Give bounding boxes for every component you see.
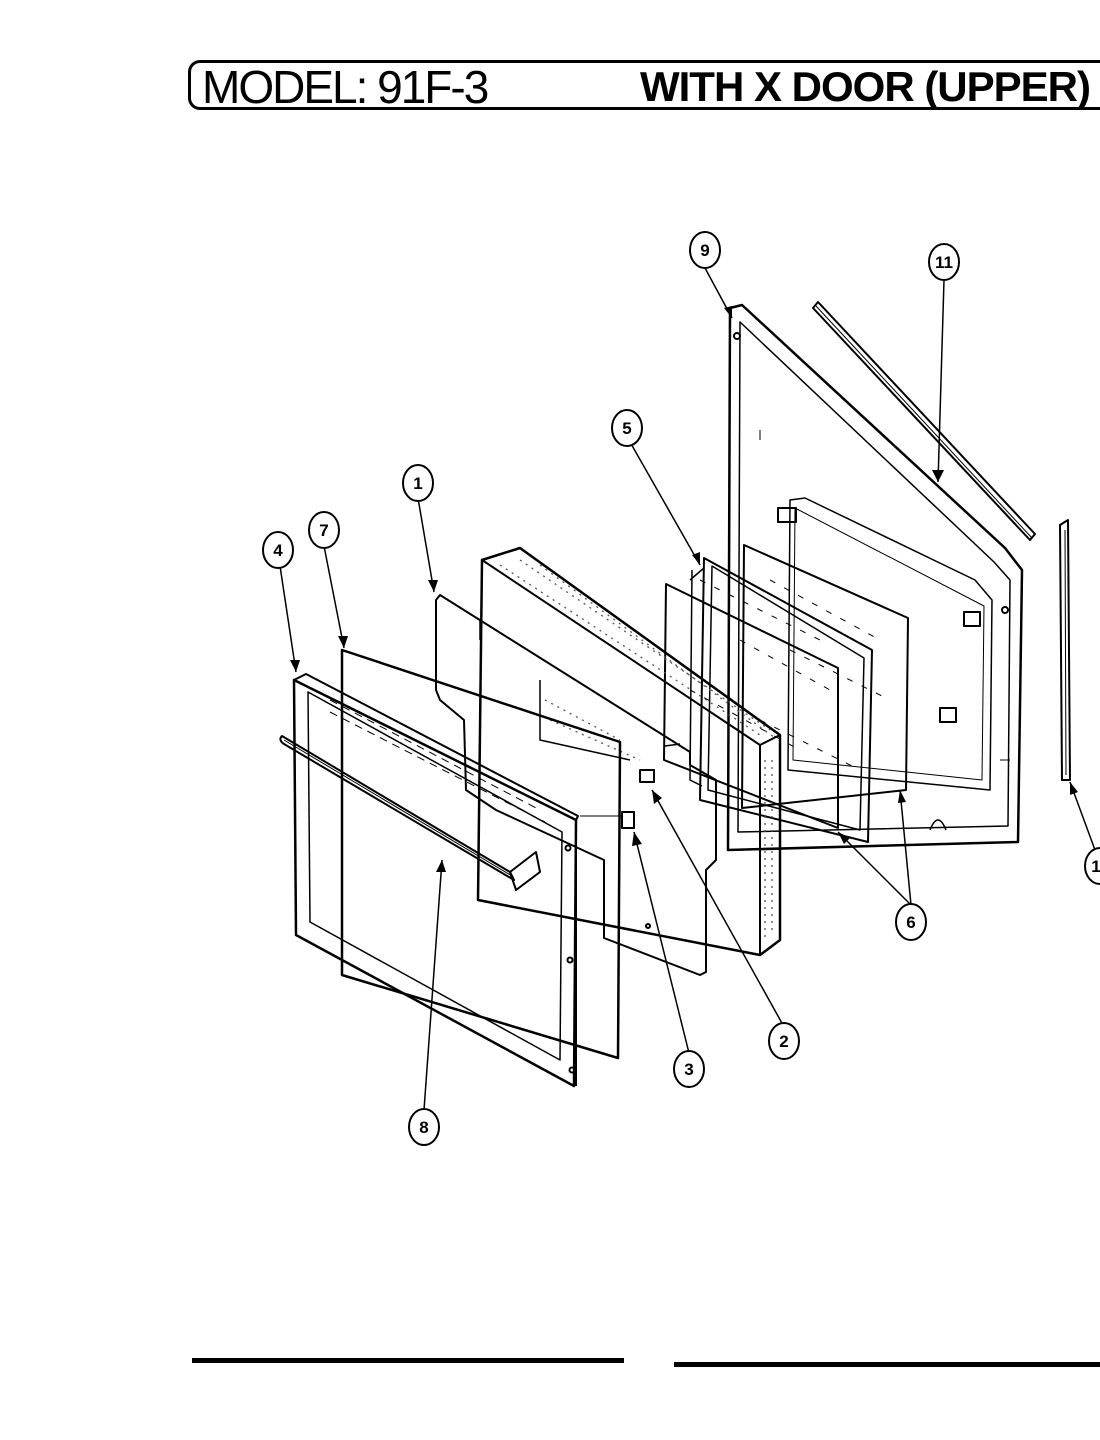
callout-7: 7 [319,521,328,540]
part-glass-frame [689,557,873,843]
model-title: MODEL: 91F-3 [202,61,489,113]
callout-4: 4 [273,541,283,560]
callout-circles [262,231,1100,1146]
callout-1: 1 [413,474,422,493]
footer-line-right [674,1362,1100,1367]
leader-lines [279,267,1096,1111]
callout-labels: 9 11 5 1 7 4 2 3 6 8 1 [273,241,1100,1137]
callout-2: 2 [779,1032,788,1051]
part-hinge-parts [580,769,655,829]
part-top-rail [812,301,1036,541]
part-side-rail [1059,519,1071,781]
callout-5: 5 [622,419,631,438]
footer-line-left [192,1358,624,1363]
leader-arrowheads [290,306,1078,872]
part-glass-panels [663,544,909,829]
part-inner-door-liner [726,303,1024,852]
header-frame [188,60,1100,110]
callout-11: 11 [935,253,953,272]
part-inner-panel [435,594,717,976]
callout-8: 8 [419,1118,428,1137]
callout-1-right: 1 [1091,857,1100,876]
part-door-panel [340,648,622,1060]
door-title: WITH X DOOR (UPPER) [640,63,1091,110]
part-insulation [476,546,782,957]
part-outer-frame [292,673,579,1088]
part-handle [279,735,541,891]
callout-3: 3 [684,1060,693,1079]
callout-6: 6 [906,913,915,932]
callout-9: 9 [700,241,709,260]
